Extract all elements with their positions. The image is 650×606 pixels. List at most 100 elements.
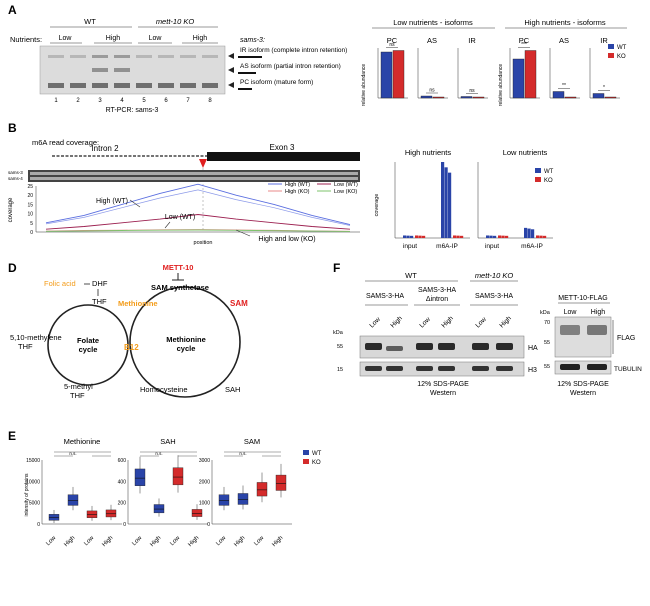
cov-bar-ko [536,235,540,238]
coverage-ylabel: coverage [8,197,14,222]
cov-bar-ko [505,235,509,238]
cov-legend-low-wt: Low (WT) [334,182,358,188]
boxplot-xtick: High [271,535,284,548]
construct-3: SAMS-3-HA [475,293,513,300]
sig-label: ns [429,88,435,94]
construct-2a: SAMS-3-HA [418,287,456,294]
methionine-cycle-2: cycle [177,344,196,353]
band-ha: HA [528,345,538,352]
boxplot-box [172,467,184,486]
chart-title-low: Low nutrients - isoforms [393,18,473,27]
boxplot-ytick: 15000 [26,458,40,464]
boxplot-box [237,493,249,505]
boxplot-xtick: High [101,535,114,548]
cov-bar-ko [460,235,464,238]
boxplot-ytick: 0 [207,522,210,528]
construct-2b: Δintron [426,296,448,303]
methylene-thf-1: 5,10-methylene [10,333,62,342]
e-ylabel: intensity of proteins [24,473,30,517]
boxplot-ns: n.s. [239,451,246,456]
boxplot-ytick: 3000 [199,458,210,464]
cov-bar-ko [418,235,422,238]
gel-cond-1: Low [59,35,73,42]
boxplot-title: Methionine [64,437,101,446]
annot-ko: High and low (KO) [258,236,315,243]
panel-letter-e: E [8,429,16,443]
boxplot-ytick: 0 [37,522,40,528]
cov-legend-high-wt: High (WT) [285,182,310,188]
methionine-cycle-1: Methionine [166,335,206,344]
gene-label: sams-3: [240,37,265,44]
isoform-pc: PC isoform (mature form) [240,79,313,86]
bar-ylabel: coverage [374,194,380,217]
sah-label: SAH [225,385,240,394]
f-cond-3: Low [418,316,432,330]
boxplot-xtick: High [63,535,76,548]
boxplot-xtick: Low [45,535,57,547]
sig-label: * [603,85,605,91]
boxplot-ytick: 1000 [199,501,210,507]
bar-wt [380,51,393,99]
boxplot-xtick: Low [131,535,143,547]
boxplot-ytick: 600 [118,458,127,464]
isoform-ylabel-2: relative abundance [498,64,504,106]
band-tubulin: TUBULIN [614,366,642,373]
boxplot-xtick: High [233,535,246,548]
legend-wt: WT [617,45,627,51]
boxplot-xtick: Low [253,535,265,547]
boxplot-ytick: 0 [123,522,126,528]
sequence-track [28,170,360,182]
f-right-caption-2: Western [570,390,596,397]
boxplot-box [191,509,203,517]
rt-pcr-gel [39,45,226,95]
sam-synthetase-label: SAM synthetase [151,283,209,292]
exon-bar [207,152,360,161]
boxplot-box [86,510,98,518]
subchart-title: IR [468,36,476,45]
nutrients-label: Nutrients: [10,35,42,44]
subchart-title: PC [519,36,530,45]
subchart-title: AS [559,36,569,45]
cov-bar-ko [498,235,502,238]
homocysteine-label: Homocysteine [140,385,188,394]
boxplot-ytick: 400 [118,479,127,485]
panel-letter-d: D [8,261,17,275]
legend-wt-swatch [608,44,614,49]
cov-bar-wt [441,162,445,238]
f-marker-15: 15 [337,367,343,373]
seq-label-sams4: sams-4 [8,176,23,181]
cov-bar-wt [406,235,410,238]
lane-6: 6 [164,98,168,104]
lane-4: 4 [120,98,124,104]
subchart-title: IR [600,36,608,45]
legend-ko-swatch [608,53,614,58]
f-cond-6: High [498,315,513,330]
panel-letter-f: F [333,261,340,275]
boxplot-ytick: 200 [118,501,127,507]
bar-wt [460,96,473,99]
annot-high-wt: High (WT) [96,198,128,205]
boxplot-ytick: 10000 [26,479,40,485]
cov-legend-low-ko: Low (KO) [334,189,357,195]
band-flag: FLAG [617,335,635,342]
gel-group-wt: WT [84,17,96,26]
lane-2: 2 [76,98,80,104]
gel-cond-3: Low [149,35,163,42]
cov-bar-ko [453,235,457,238]
boxplot-xtick: High [187,535,200,548]
lane-1: 1 [54,98,58,104]
boxplot-box [256,482,268,497]
bar-wt [512,58,525,99]
bar-title-low: Low nutrients [503,148,548,157]
boxplot-ytick: 2000 [199,479,210,485]
cov-bar-ko [501,235,505,238]
cov-bar-ko [543,235,547,238]
e-legend-ko-swatch [303,459,309,464]
cov-bar-ko [415,235,419,238]
lane-3: 3 [98,98,102,104]
coverage-ytick: 10 [27,212,33,218]
lane-5: 5 [142,98,146,104]
bar-wt [552,91,565,99]
